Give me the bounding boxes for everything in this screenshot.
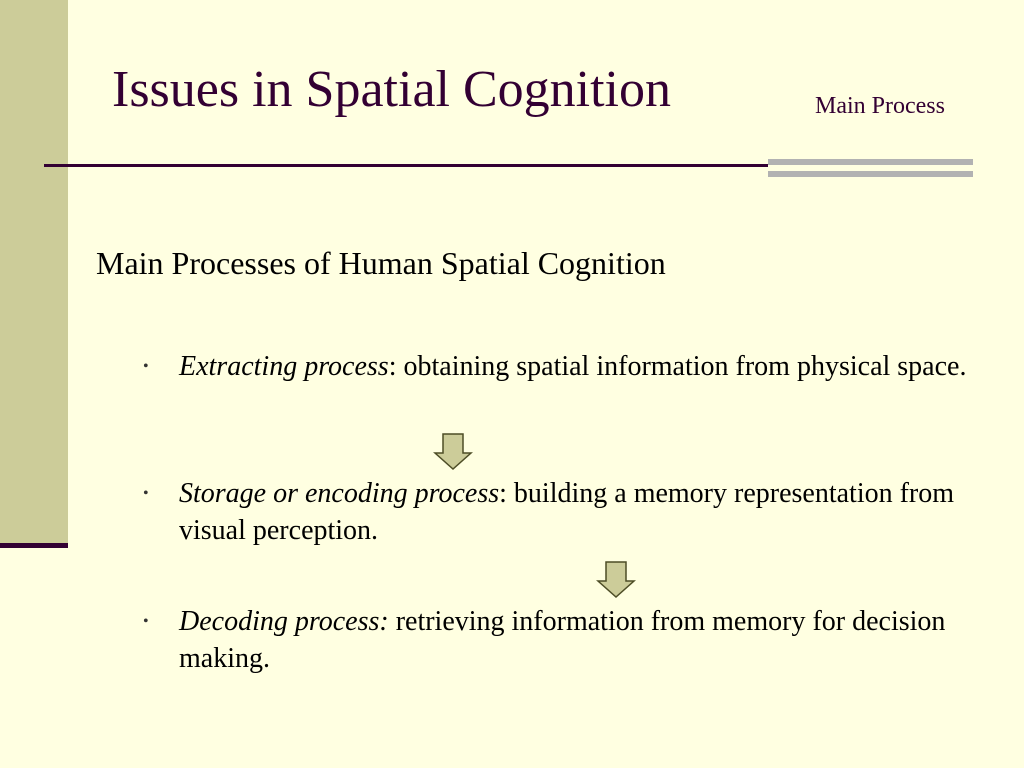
slide-subtitle: Main Process <box>815 93 945 119</box>
left-band-accent-line <box>0 543 68 548</box>
list-item-storage: • Storage or encoding process: building … <box>143 475 993 549</box>
list-item-separator <box>389 606 396 637</box>
slide-title: Issues in Spatial Cognition <box>112 61 671 118</box>
list-item-term: Extracting process <box>179 351 389 382</box>
content-heading: Main Processes of Human Spatial Cognitio… <box>96 245 666 281</box>
list-item-decoding: • Decoding process: retrieving informati… <box>143 603 993 677</box>
list-item-text: Decoding process: retrieving information… <box>179 603 993 677</box>
bullet-icon: • <box>143 485 149 502</box>
list-item-separator: : <box>499 478 514 509</box>
accent-bar-top <box>768 159 973 165</box>
accent-bar-bottom <box>768 171 973 177</box>
bullet-icon: • <box>143 358 149 375</box>
title-divider <box>44 164 768 167</box>
list-item-text: Extracting process: obtaining spatial in… <box>179 348 993 385</box>
list-item-extracting: • Extracting process: obtaining spatial … <box>143 348 993 385</box>
list-item-separator: : <box>388 351 404 382</box>
left-decorative-band <box>0 0 68 545</box>
bullet-icon: • <box>143 613 149 630</box>
list-item-term: Decoding process: <box>179 606 389 637</box>
list-item-term: Storage or encoding process <box>179 478 500 509</box>
down-arrow-icon <box>596 561 636 599</box>
list-item-description: retrieving information from memory for d… <box>179 606 946 674</box>
list-item-description: building a memory representation from vi… <box>179 478 955 546</box>
down-arrow-icon <box>433 433 473 471</box>
list-item-text: Storage or encoding process: building a … <box>179 475 993 549</box>
list-item-description: obtaining spatial information from physi… <box>403 351 967 382</box>
